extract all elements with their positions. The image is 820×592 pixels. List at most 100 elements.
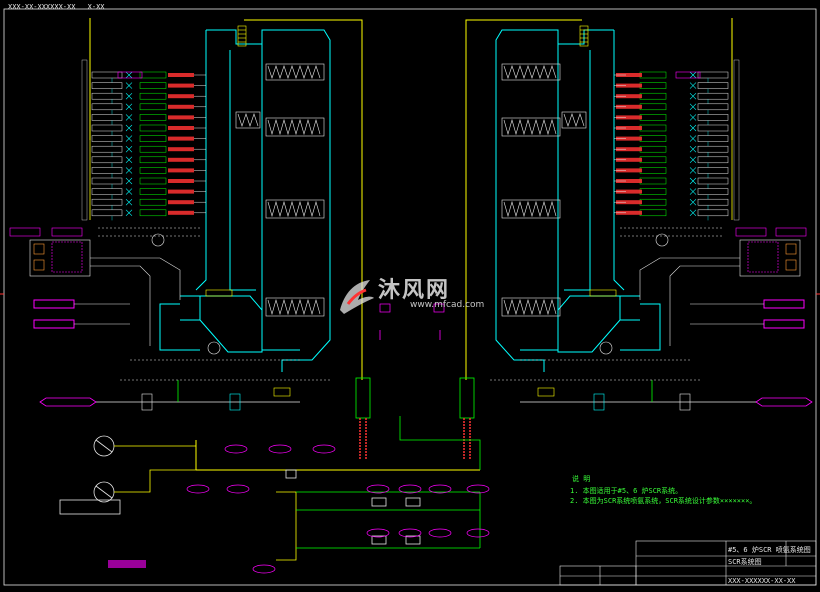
alarm-label bbox=[168, 126, 194, 130]
right-inlet-tags bbox=[520, 299, 813, 411]
drawing-sheet-text: X-XX bbox=[87, 3, 105, 11]
instrument-bubble bbox=[268, 444, 292, 454]
instrument-bubble bbox=[226, 484, 250, 494]
analyzer-tag bbox=[379, 303, 391, 313]
instrument-tag bbox=[91, 167, 123, 174]
header-tag bbox=[117, 71, 143, 79]
alarm-label bbox=[168, 210, 194, 215]
instrument-bubble bbox=[466, 528, 490, 538]
header-tag bbox=[675, 71, 701, 79]
valve-icon bbox=[125, 188, 133, 195]
notes-title: 说 明 bbox=[572, 475, 591, 483]
instrument-tag bbox=[91, 82, 123, 89]
panel-tag bbox=[735, 227, 767, 237]
instrument-value bbox=[139, 71, 167, 79]
instrument-value bbox=[139, 103, 167, 111]
valve-icon bbox=[689, 156, 697, 164]
valve-icon bbox=[689, 103, 697, 111]
instrument-tag bbox=[697, 156, 729, 164]
instrument-value bbox=[139, 92, 167, 100]
instrument-tag bbox=[91, 177, 123, 185]
right-expansion-joints bbox=[537, 25, 617, 397]
alarm-label bbox=[616, 210, 642, 215]
alarm-label bbox=[616, 115, 642, 120]
alarm-label bbox=[168, 179, 194, 183]
instrument-tag bbox=[91, 114, 123, 121]
instrument-value bbox=[639, 103, 667, 111]
alarm-label bbox=[168, 168, 194, 173]
valve-icon bbox=[125, 145, 133, 153]
valve-icon bbox=[689, 145, 697, 153]
instrument-value bbox=[139, 145, 167, 153]
instrument-tag bbox=[91, 92, 123, 100]
instrument-value bbox=[639, 124, 667, 132]
left-expansion-joints bbox=[205, 25, 291, 397]
valve-icon bbox=[689, 198, 697, 206]
valve-icon bbox=[125, 156, 133, 164]
instrument-tag bbox=[91, 71, 123, 79]
alarm-label bbox=[616, 200, 642, 205]
left-inlet-tags bbox=[33, 299, 300, 411]
instrument-bubble bbox=[366, 528, 390, 538]
instrument-value bbox=[639, 188, 667, 195]
panel-tag bbox=[9, 227, 41, 237]
instrument-value bbox=[139, 135, 167, 142]
valve-icon bbox=[125, 103, 133, 111]
alarm-label bbox=[168, 147, 194, 152]
valve-icon bbox=[689, 92, 697, 100]
alarm-label bbox=[616, 157, 642, 162]
instrument-value bbox=[639, 177, 667, 185]
drawing-no: XXX-XXXXXX-XX-XX bbox=[728, 577, 796, 585]
right-catalyst-beds bbox=[501, 63, 587, 317]
left-heater-panel bbox=[29, 233, 221, 355]
valve-icon bbox=[689, 177, 697, 185]
instrument-value bbox=[639, 135, 667, 142]
instrument-value bbox=[639, 82, 667, 89]
instrument-value bbox=[139, 167, 167, 174]
alarm-label bbox=[616, 179, 642, 183]
instrument-bubble bbox=[252, 564, 276, 574]
alarm-label bbox=[168, 157, 194, 162]
instrument-bubble bbox=[224, 444, 248, 454]
valve-icon bbox=[689, 135, 697, 142]
instrument-tag bbox=[697, 188, 729, 195]
instrument-value bbox=[639, 167, 667, 174]
panel-tag bbox=[775, 227, 807, 237]
left-catalyst-beds bbox=[235, 63, 325, 317]
instrument-value bbox=[639, 71, 667, 79]
instrument-tag bbox=[697, 198, 729, 206]
instrument-value bbox=[139, 156, 167, 164]
instrument-value bbox=[139, 114, 167, 121]
instrument-tag bbox=[91, 135, 123, 142]
note-line-1: 1. 本图适用于#5、6 炉SCR系统。 bbox=[570, 487, 683, 495]
alarm-label bbox=[616, 189, 642, 194]
right-reactor bbox=[495, 29, 661, 372]
valve-icon bbox=[689, 82, 697, 89]
note-line-2: 2. 本图为SCR系统喷氨系统，SCR系统设计参数×××××××。 bbox=[570, 497, 757, 505]
instrument-value bbox=[639, 198, 667, 206]
drawing-border bbox=[3, 8, 817, 586]
valve-icon bbox=[125, 167, 133, 174]
alarm-label bbox=[168, 83, 194, 88]
valve-icon bbox=[125, 209, 133, 217]
valve-icon bbox=[125, 135, 133, 142]
instrument-bubble bbox=[186, 484, 210, 494]
instrument-tag bbox=[91, 209, 123, 217]
alarm-label bbox=[168, 104, 194, 109]
instrument-value bbox=[139, 124, 167, 132]
instrument-value bbox=[639, 209, 667, 217]
instrument-tag bbox=[91, 188, 123, 195]
analyzer-tag bbox=[433, 303, 445, 313]
instrument-value bbox=[639, 92, 667, 100]
instrument-tag bbox=[697, 103, 729, 111]
alarm-label bbox=[616, 147, 642, 152]
vertical-label bbox=[733, 59, 740, 221]
instrument-bubble bbox=[428, 528, 452, 538]
instrument-value bbox=[139, 198, 167, 206]
instrument-tag bbox=[697, 167, 729, 174]
instrument-bubble bbox=[466, 484, 490, 494]
instrument-tag bbox=[697, 71, 729, 79]
drawing-number-text: XXX-XX-XXXXXX-XX bbox=[8, 3, 76, 11]
left-instrument-column bbox=[9, 59, 206, 237]
